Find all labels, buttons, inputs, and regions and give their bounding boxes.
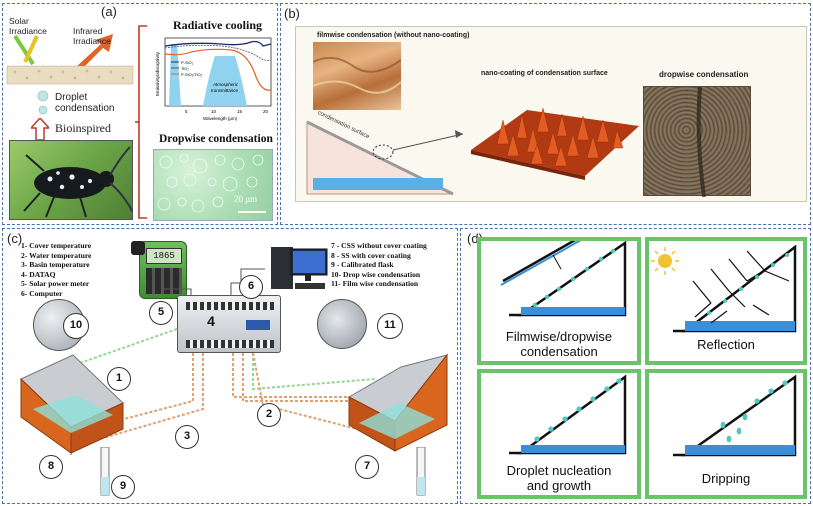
solar-still-left xyxy=(20,354,124,455)
callout-4: 4 xyxy=(207,313,215,329)
callout-1: 1 xyxy=(107,367,131,391)
callout-9: 9 xyxy=(111,475,135,499)
graph-legend-2: TiO₂ xyxy=(181,66,189,71)
graph-legend-3: P-SiO₂/TiO₂ xyxy=(181,72,203,77)
droplet-1 xyxy=(37,90,49,102)
nano-coating-label: nano-coating of condensation surface xyxy=(481,70,608,77)
graph-atm-label-1: Atmospheric xyxy=(212,82,239,87)
legend-item: 4- DATAQ xyxy=(21,269,56,279)
tile-dripping: Dripping xyxy=(645,369,807,499)
legend-item: 6- Computer xyxy=(21,288,63,298)
graph-legend-1: P-SiO₂ xyxy=(181,60,194,65)
graph-xtick-3: 15 xyxy=(237,109,243,114)
bioinspired-label: Bioinspired xyxy=(55,121,111,135)
sun-icon xyxy=(651,247,679,275)
tile-3-diagram xyxy=(509,374,627,455)
legend-item: 11- Film wise condensation xyxy=(331,279,419,289)
tile-4-label: Dripping xyxy=(701,471,751,486)
bracket xyxy=(135,25,147,219)
scale-bar-label: 20 μm xyxy=(234,194,258,204)
legend-item: 1- Cover temperature xyxy=(21,241,92,250)
solar-power-meter: 1865 xyxy=(139,241,187,299)
callout-5: 5 xyxy=(149,301,173,325)
droplet-2 xyxy=(38,105,48,115)
panel-d: (d) Filmwise/dropwise condensation xyxy=(460,228,811,504)
filmwise-photo xyxy=(312,42,402,110)
panel-b-letter: (b) xyxy=(284,6,300,21)
dropwise-micrograph: 20 μm xyxy=(153,149,273,221)
tile-filmwise-dropwise: Filmwise/dropwise condensation xyxy=(477,237,641,365)
condensation-closeup-right xyxy=(317,299,367,349)
solar-arrow-yellow xyxy=(23,35,39,63)
bioinspired-arrow xyxy=(31,118,49,140)
graph-atm-label-2: transmittance xyxy=(211,88,239,93)
tile-droplet-nucleation: Droplet nucleation and growth xyxy=(477,369,641,499)
legend-item: 3- Basin temperature xyxy=(21,260,90,270)
dataq-logger xyxy=(177,295,281,353)
graph-ylabel: Emissivity/absorptivity xyxy=(155,51,160,96)
beetle-photo xyxy=(9,140,133,220)
callout-3: 3 xyxy=(175,425,199,449)
legend-item: 7 - CSS without cover coating xyxy=(331,241,427,250)
dropwise-photo xyxy=(643,86,751,198)
emissivity-graph: P-SiO₂ TiO₂ P-SiO₂/TiO₂ Atmospheric tran… xyxy=(155,37,272,121)
dropwise-label: dropwise condensation xyxy=(659,70,749,79)
graph-xtick-2: 10 xyxy=(211,109,217,114)
callout-8: 8 xyxy=(39,455,63,479)
computer-icon xyxy=(271,247,328,289)
callout-11: 11 xyxy=(377,313,403,339)
tile-reflection: Reflection xyxy=(645,237,807,365)
panel-c-letter: (c) xyxy=(7,231,23,246)
meter-display: 1865 xyxy=(146,248,182,264)
tile-4-diagram xyxy=(673,374,797,457)
legend-item: 9 - Calibrated flask xyxy=(331,260,394,270)
legend-right: 7 - CSS without cover coating 8 - SS wit… xyxy=(331,241,427,289)
radiative-cooling-title: Radiative cooling xyxy=(173,18,262,32)
meter-sensor xyxy=(131,241,145,255)
tile-1-diagram xyxy=(500,241,627,317)
callout-6: 6 xyxy=(239,275,263,299)
legend-item: 2- Water temperature xyxy=(21,250,92,260)
tile-1-label: Filmwise/dropwise condensation xyxy=(505,329,613,359)
infrared-arrow xyxy=(75,34,113,72)
irradiance-diagram xyxy=(6,34,134,115)
legend-item: 10- Drop wise condensation xyxy=(331,269,421,279)
legend-item: 8 - SS with cover coating xyxy=(331,250,411,260)
wedge-diagram xyxy=(306,120,464,196)
coating-texture xyxy=(13,69,125,80)
graph-xtick-4: 20 xyxy=(263,109,269,114)
calibrated-flask-right xyxy=(416,447,426,496)
tile-2-diagram xyxy=(651,244,797,333)
graph-xlabel: Wavelength (μm) xyxy=(203,116,238,121)
solar-still-right xyxy=(347,353,449,452)
legend-item: 5- Solar power meter xyxy=(21,279,90,289)
dropwise-condensation-title: Dropwise condensation xyxy=(159,133,273,145)
calibrated-flask-left xyxy=(100,447,110,496)
tile-2-label: Reflection xyxy=(697,337,755,352)
tile-3-label: Droplet nucleation and growth xyxy=(506,463,612,493)
nano-surface-3d xyxy=(471,107,639,180)
solar-arrow-green xyxy=(13,34,35,66)
filmwise-label: filmwise condensation (without nano-coat… xyxy=(317,32,470,39)
panel-b: (b) filmwise condensation (without nano-… xyxy=(280,3,811,225)
panel-a-letter: (a) xyxy=(101,4,117,19)
legend-left: 1- Cover temperature 2- Water temperatur… xyxy=(21,241,91,299)
panel-c: (c) 1- Cover temperature 2- Water temper… xyxy=(2,228,458,504)
callout-2: 2 xyxy=(257,403,281,427)
coating-layer xyxy=(6,65,134,85)
callout-10: 10 xyxy=(63,313,89,339)
graph-xtick-1: 5 xyxy=(185,109,188,114)
callout-7: 7 xyxy=(355,455,379,479)
